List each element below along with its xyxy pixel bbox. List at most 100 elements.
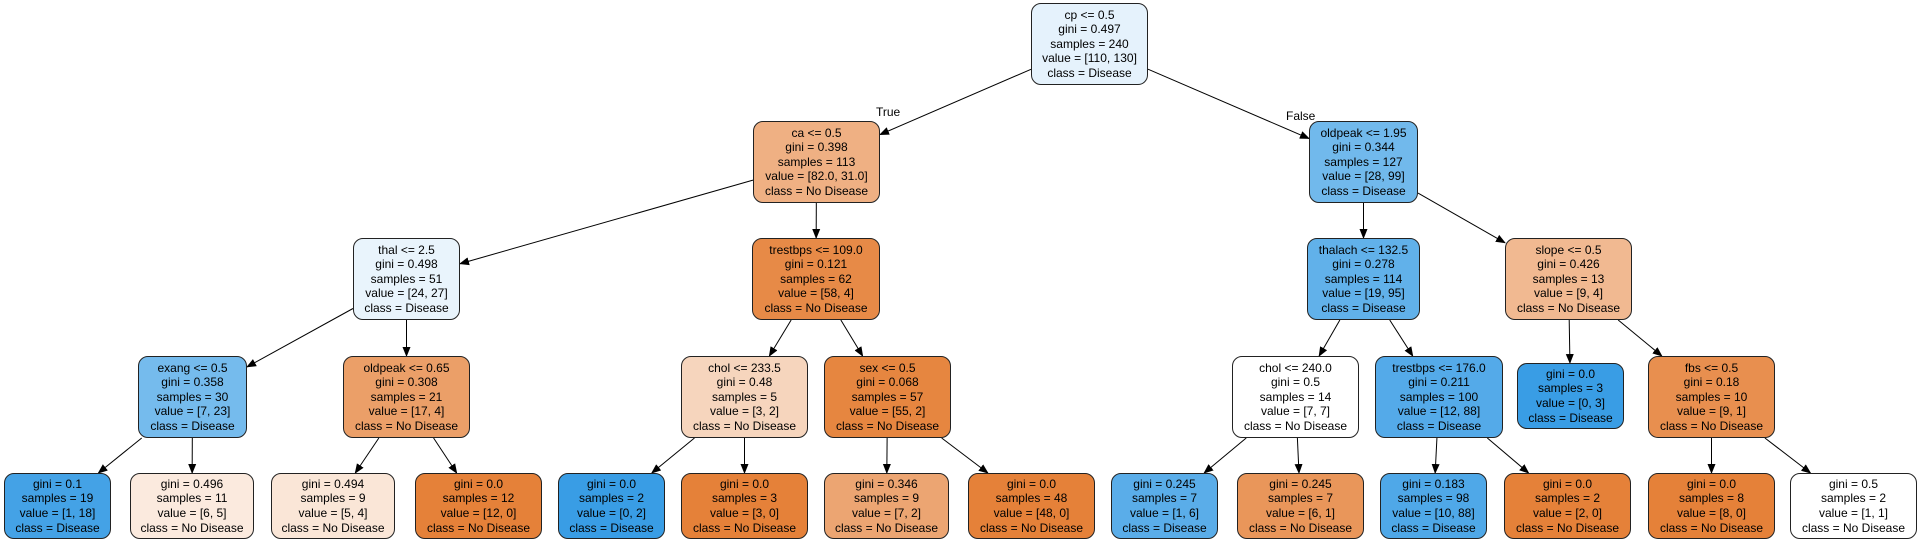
node-split: thalach <= 132.5 [1318, 242, 1409, 257]
node-samples: samples = 19 [21, 491, 94, 506]
edge-n17-n21 [1389, 319, 1414, 357]
node-gini: gini = 0.498 [375, 257, 438, 272]
node-class: class = No Disease [834, 520, 939, 535]
node-class: class = Disease [1321, 300, 1406, 315]
node-class: class = Disease [15, 520, 100, 535]
edge-n18-n19 [1203, 437, 1247, 474]
node-class: class = No Disease [692, 418, 797, 433]
edge-n2-n3 [246, 308, 354, 368]
node-class: class = Disease [1396, 418, 1482, 433]
node-gini: gini = 0.278 [1332, 257, 1395, 272]
node-gini: gini = 0.344 [1332, 140, 1395, 155]
node-class: class = No Disease [979, 520, 1084, 535]
node-class: class = No Disease [1243, 418, 1348, 433]
node-class: class = Disease [1528, 410, 1613, 425]
node-value: value = [3, 0] [709, 506, 780, 520]
node-samples: samples = 114 [1324, 271, 1403, 286]
edge-n21-n23 [1487, 437, 1530, 474]
node-split: chol <= 240.0 [1259, 360, 1332, 375]
node-samples: samples = 48 [995, 491, 1068, 506]
node-class: class = Disease [364, 300, 449, 315]
node-samples: samples = 9 [853, 491, 920, 506]
node-class: class = No Disease [1659, 520, 1764, 535]
edge-n24-n25 [1565, 319, 1574, 364]
node-class: class = No Disease [835, 418, 940, 433]
node-samples: samples = 11 [156, 491, 228, 506]
node-class: class = Disease [1047, 65, 1132, 80]
node-samples: samples = 127 [1324, 154, 1403, 169]
false-edge-label: False [1286, 109, 1316, 123]
node-gini: gini = 0.358 [161, 375, 224, 390]
node-gini: gini = 0.308 [375, 375, 438, 390]
node-value: value = [1, 6] [1129, 506, 1200, 520]
edge-n0-n1 [879, 68, 1032, 136]
edge-n1-n2 [459, 179, 754, 266]
edge-n0-n16 [1147, 68, 1310, 139]
edge-n21-n22 [1431, 437, 1440, 474]
node-split: cp <= 0.5 [1064, 7, 1115, 22]
node-value: value = [9, 4] [1533, 286, 1604, 301]
node-split: fbs <= 0.5 [1684, 360, 1739, 375]
node-gini: gini = 0.068 [856, 375, 919, 390]
node-gini: gini = 0.18 [1683, 375, 1740, 390]
node-class: class = Disease [1391, 520, 1476, 535]
node-gini: gini = 0.0 [1006, 476, 1057, 491]
node-value: value = [7, 23] [154, 404, 231, 419]
edge-n6-n8 [433, 437, 458, 474]
node-value: value = [58, 4] [778, 286, 854, 301]
node-split: sex <= 0.5 [859, 360, 916, 375]
node-samples: samples = 7 [1131, 491, 1198, 506]
node-value: value = [0, 2] [576, 506, 647, 520]
node-value: value = [12, 0] [440, 506, 517, 520]
node-gini: gini = 0.0 [719, 476, 770, 491]
node-class: class = No Disease [764, 300, 868, 315]
edge-n9-n10 [768, 319, 792, 357]
node-split: oldpeak <= 0.65 [363, 360, 450, 375]
node-samples: samples = 62 [780, 271, 852, 286]
node-split: chol <= 233.5 [708, 360, 781, 375]
node-gini: gini = 0.497 [1058, 22, 1121, 37]
node-value: value = [2, 0] [1532, 506, 1603, 520]
node-class: class = Disease [569, 520, 654, 535]
node-gini: gini = 0.183 [1402, 476, 1465, 491]
node-samples: samples = 113 [777, 154, 856, 169]
node-class: class = No Disease [140, 520, 244, 535]
edge-n6-n7 [354, 437, 380, 474]
node-value: value = [0, 3] [1535, 396, 1606, 410]
node-gini: gini = 0.245 [1133, 476, 1196, 491]
edge-n17-n18 [1318, 319, 1341, 357]
node-samples: samples = 2 [578, 491, 645, 506]
node-value: value = [110, 130] [1042, 51, 1137, 66]
node-class: class = No Disease [1248, 520, 1353, 535]
node-value: value = [1, 18] [19, 506, 96, 520]
node-samples: samples = 57 [851, 389, 924, 404]
node-class: class = No Disease [281, 520, 385, 535]
node-value: value = [55, 2] [849, 404, 926, 419]
node-split: trestbps <= 109.0 [769, 242, 863, 257]
node-samples: samples = 10 [1675, 389, 1748, 404]
node-gini: gini = 0.0 [1542, 476, 1593, 491]
node-gini: gini = 0.0 [1545, 366, 1596, 381]
node-samples: samples = 2 [1534, 491, 1601, 506]
node-value: value = [3, 2] [709, 404, 780, 419]
node-gini: gini = 0.5 [1828, 476, 1879, 491]
edge-n18-n20 [1294, 437, 1303, 474]
node-gini: gini = 0.346 [855, 476, 918, 491]
node-value: value = [9, 1] [1676, 404, 1747, 419]
node-class: class = No Disease [426, 520, 531, 535]
